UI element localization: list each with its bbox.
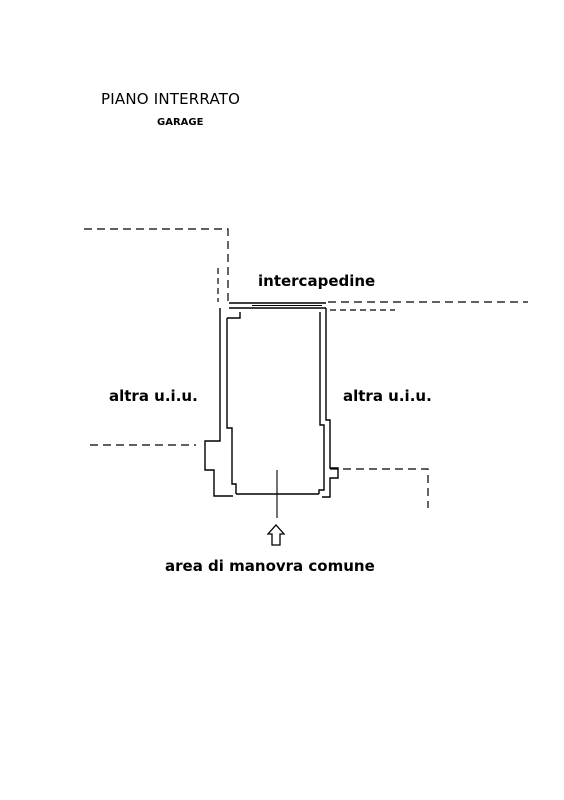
- boundary-right-lower: [330, 468, 429, 508]
- label-common-maneuver-area: area di manovra comune: [165, 557, 375, 575]
- neighbor-boundaries: [84, 228, 528, 508]
- label-right-unit: altra u.i.u.: [343, 387, 432, 405]
- garage-left-inner-wall: [226, 312, 241, 494]
- plan-subtitle: GARAGE: [157, 117, 204, 128]
- up-arrow-outline-icon: [266, 524, 286, 546]
- plan-title: PIANO INTERRATO: [101, 90, 241, 108]
- label-intercapedine: intercapedine: [258, 272, 376, 290]
- label-left-unit: altra u.i.u.: [109, 387, 198, 405]
- boundary-top-left: [84, 228, 229, 302]
- garage-walls: [204, 302, 339, 518]
- garage-right-inner-wall: [318, 312, 325, 494]
- garage-left-outer-wall: [204, 308, 233, 497]
- garage-right-outer-wall: [322, 308, 339, 498]
